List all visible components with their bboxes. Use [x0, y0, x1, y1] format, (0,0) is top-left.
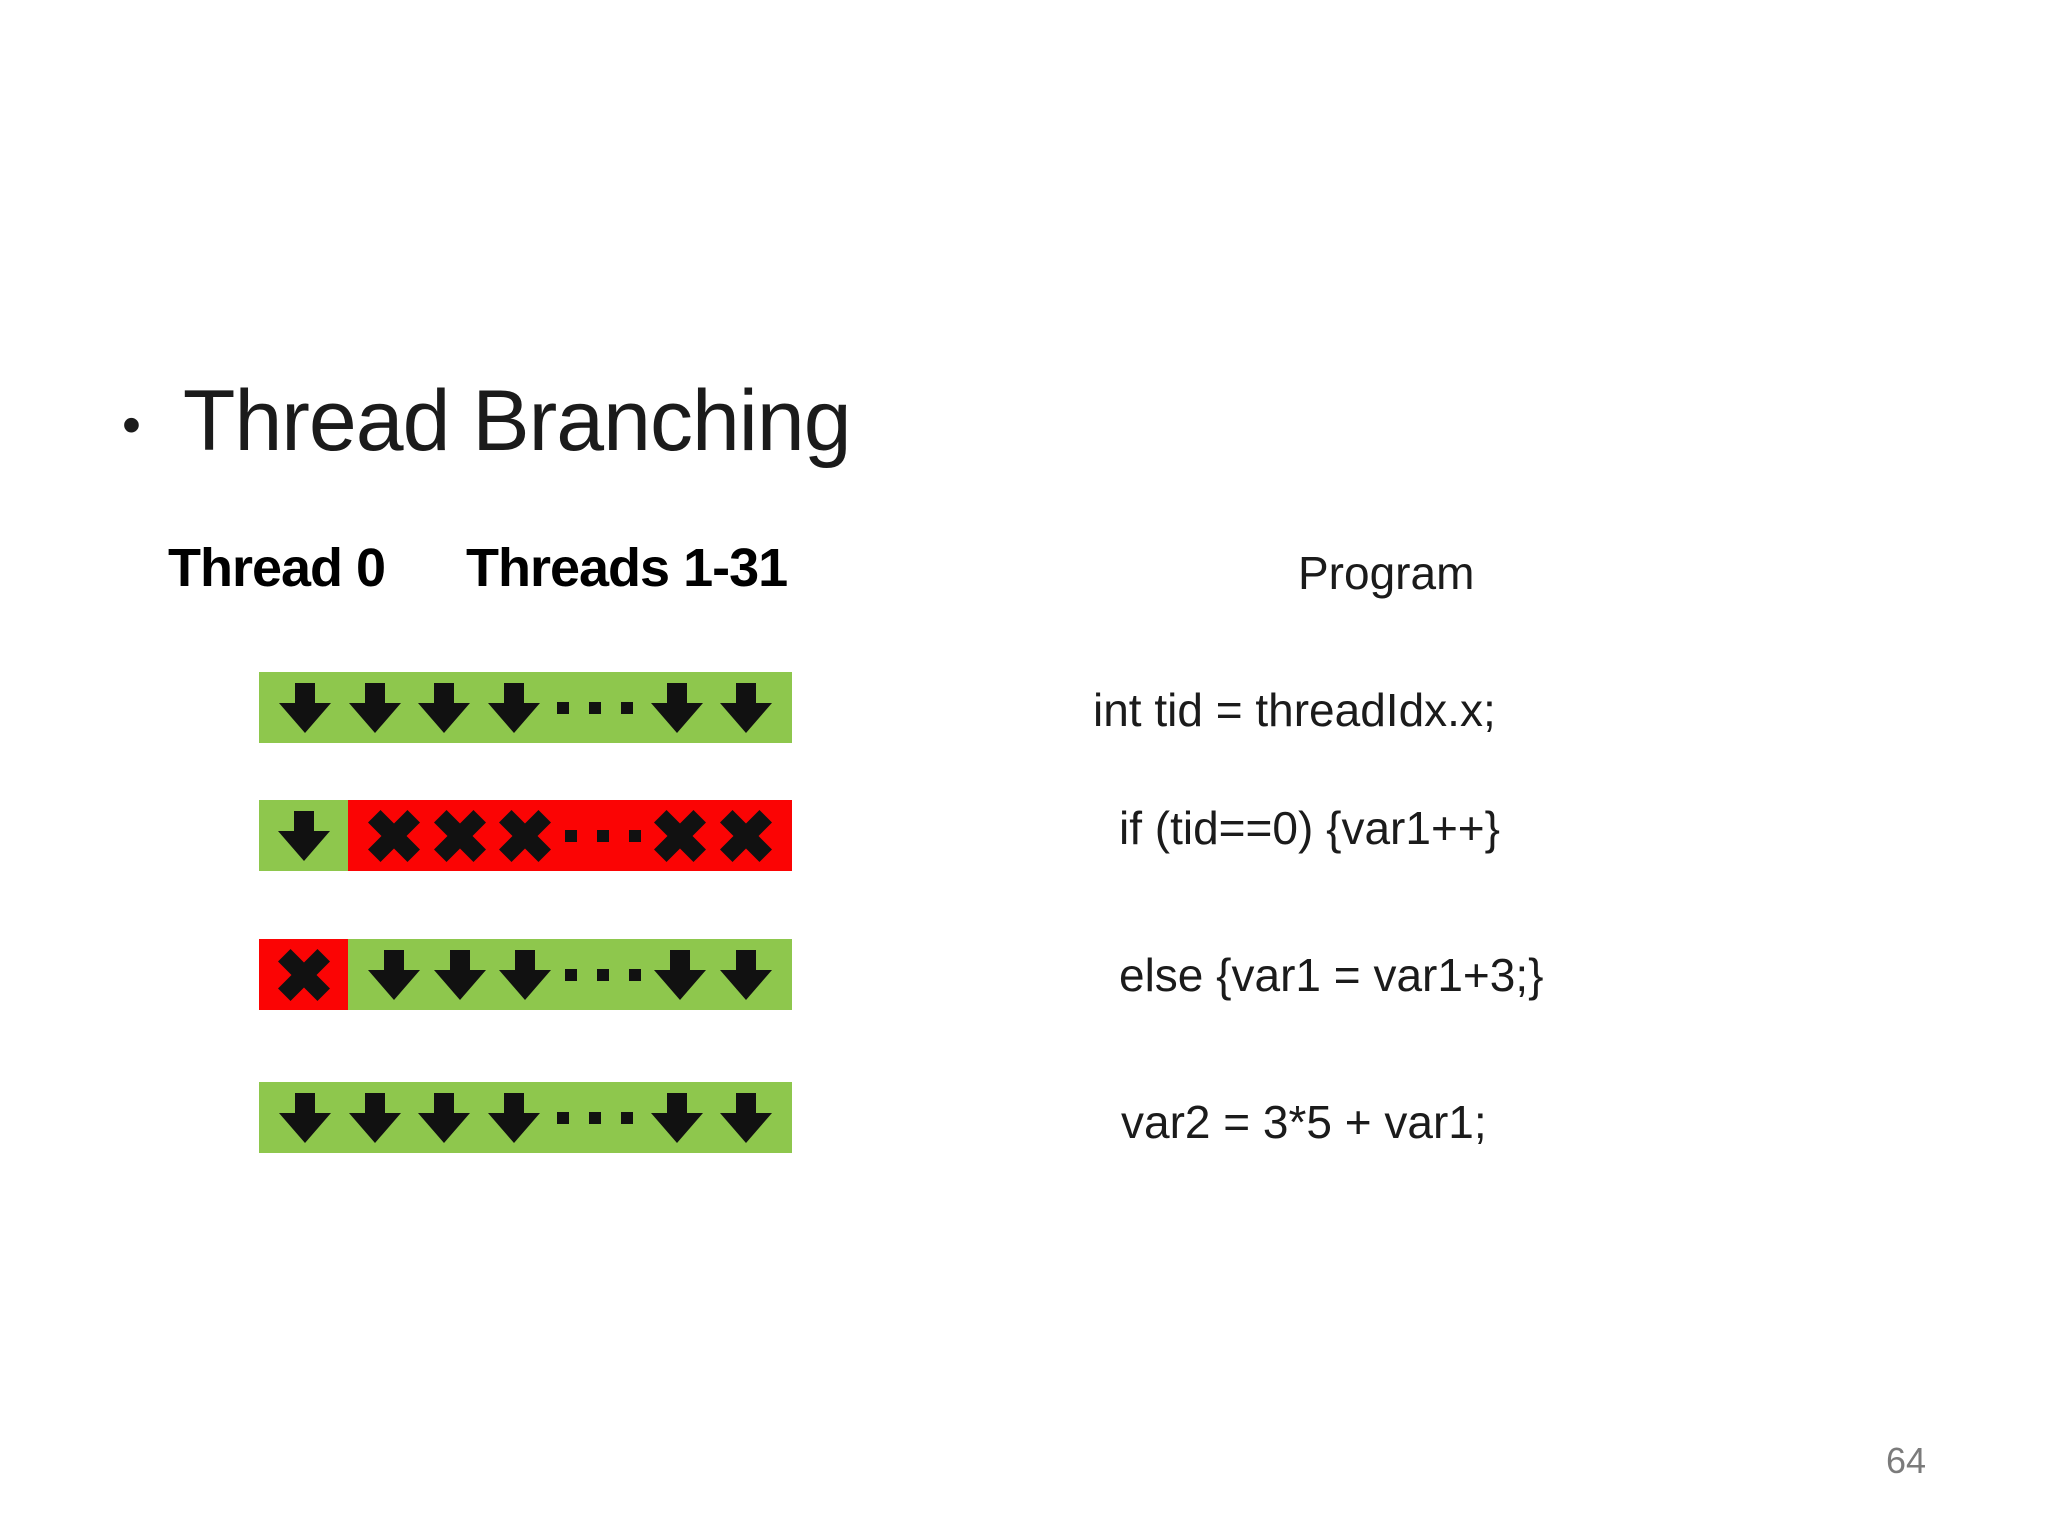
down-arrow-icon: [499, 949, 552, 1000]
masked-threads-segment: [259, 939, 348, 1010]
down-arrow-icon: [720, 682, 772, 733]
x-mark-icon: [719, 809, 772, 862]
down-arrow-icon: [650, 682, 703, 733]
thread-row-all-threads-execute-line1: [259, 672, 792, 743]
bullet-icon: •: [122, 395, 141, 456]
x-mark-icon: [433, 809, 486, 862]
ellipsis-dots-icon: [564, 968, 641, 981]
down-arrow-icon: [279, 682, 331, 733]
down-arrow-icon: [433, 949, 486, 1000]
program-heading: Program: [1298, 547, 1475, 599]
label-threads-1-31: Threads 1-31: [466, 538, 788, 598]
down-arrow-icon: [418, 1092, 470, 1143]
code-line-var2: var2 = 3*5 + var1;: [1121, 1096, 1487, 1148]
down-arrow-icon: [487, 682, 540, 733]
active-threads-segment: [348, 939, 792, 1010]
active-threads-segment: [259, 672, 792, 743]
thread-row-all-threads-execute-line2: [259, 1082, 792, 1153]
down-arrow-icon: [654, 949, 707, 1000]
x-mark-icon: [654, 809, 707, 862]
down-arrow-icon: [277, 810, 330, 861]
code-line-else: else {var1 = var1+3;}: [1119, 949, 1544, 1001]
active-threads-segment: [259, 800, 348, 871]
active-threads-segment: [259, 1082, 792, 1153]
thread-row-threads1-31-execute: [259, 939, 792, 1010]
masked-threads-segment: [348, 800, 792, 871]
down-arrow-icon: [487, 1092, 540, 1143]
code-line-int-tid: int tid = threadIdx.x;: [1093, 684, 1496, 736]
down-arrow-icon: [418, 682, 470, 733]
down-arrow-icon: [650, 1092, 703, 1143]
x-mark-icon: [368, 809, 420, 862]
ellipsis-dots-icon: [564, 829, 641, 842]
ellipsis-dots-icon: [557, 701, 633, 714]
x-mark-icon: [499, 809, 552, 862]
label-thread-0: Thread 0: [168, 538, 386, 598]
thread-row-only-thread0-executes: [259, 800, 792, 871]
slide-title-row: • Thread Branching: [122, 373, 852, 469]
down-arrow-icon: [719, 949, 772, 1000]
down-arrow-icon: [348, 1092, 401, 1143]
down-arrow-icon: [348, 682, 401, 733]
x-mark-icon: [277, 948, 330, 1001]
page-title: Thread Branching: [182, 373, 852, 469]
code-line-if: if (tid==0) {var1++}: [1119, 802, 1501, 854]
down-arrow-icon: [368, 949, 420, 1000]
page-number: 64: [1886, 1440, 1927, 1481]
down-arrow-icon: [279, 1092, 331, 1143]
ellipsis-dots-icon: [557, 1111, 633, 1124]
down-arrow-icon: [720, 1092, 772, 1143]
